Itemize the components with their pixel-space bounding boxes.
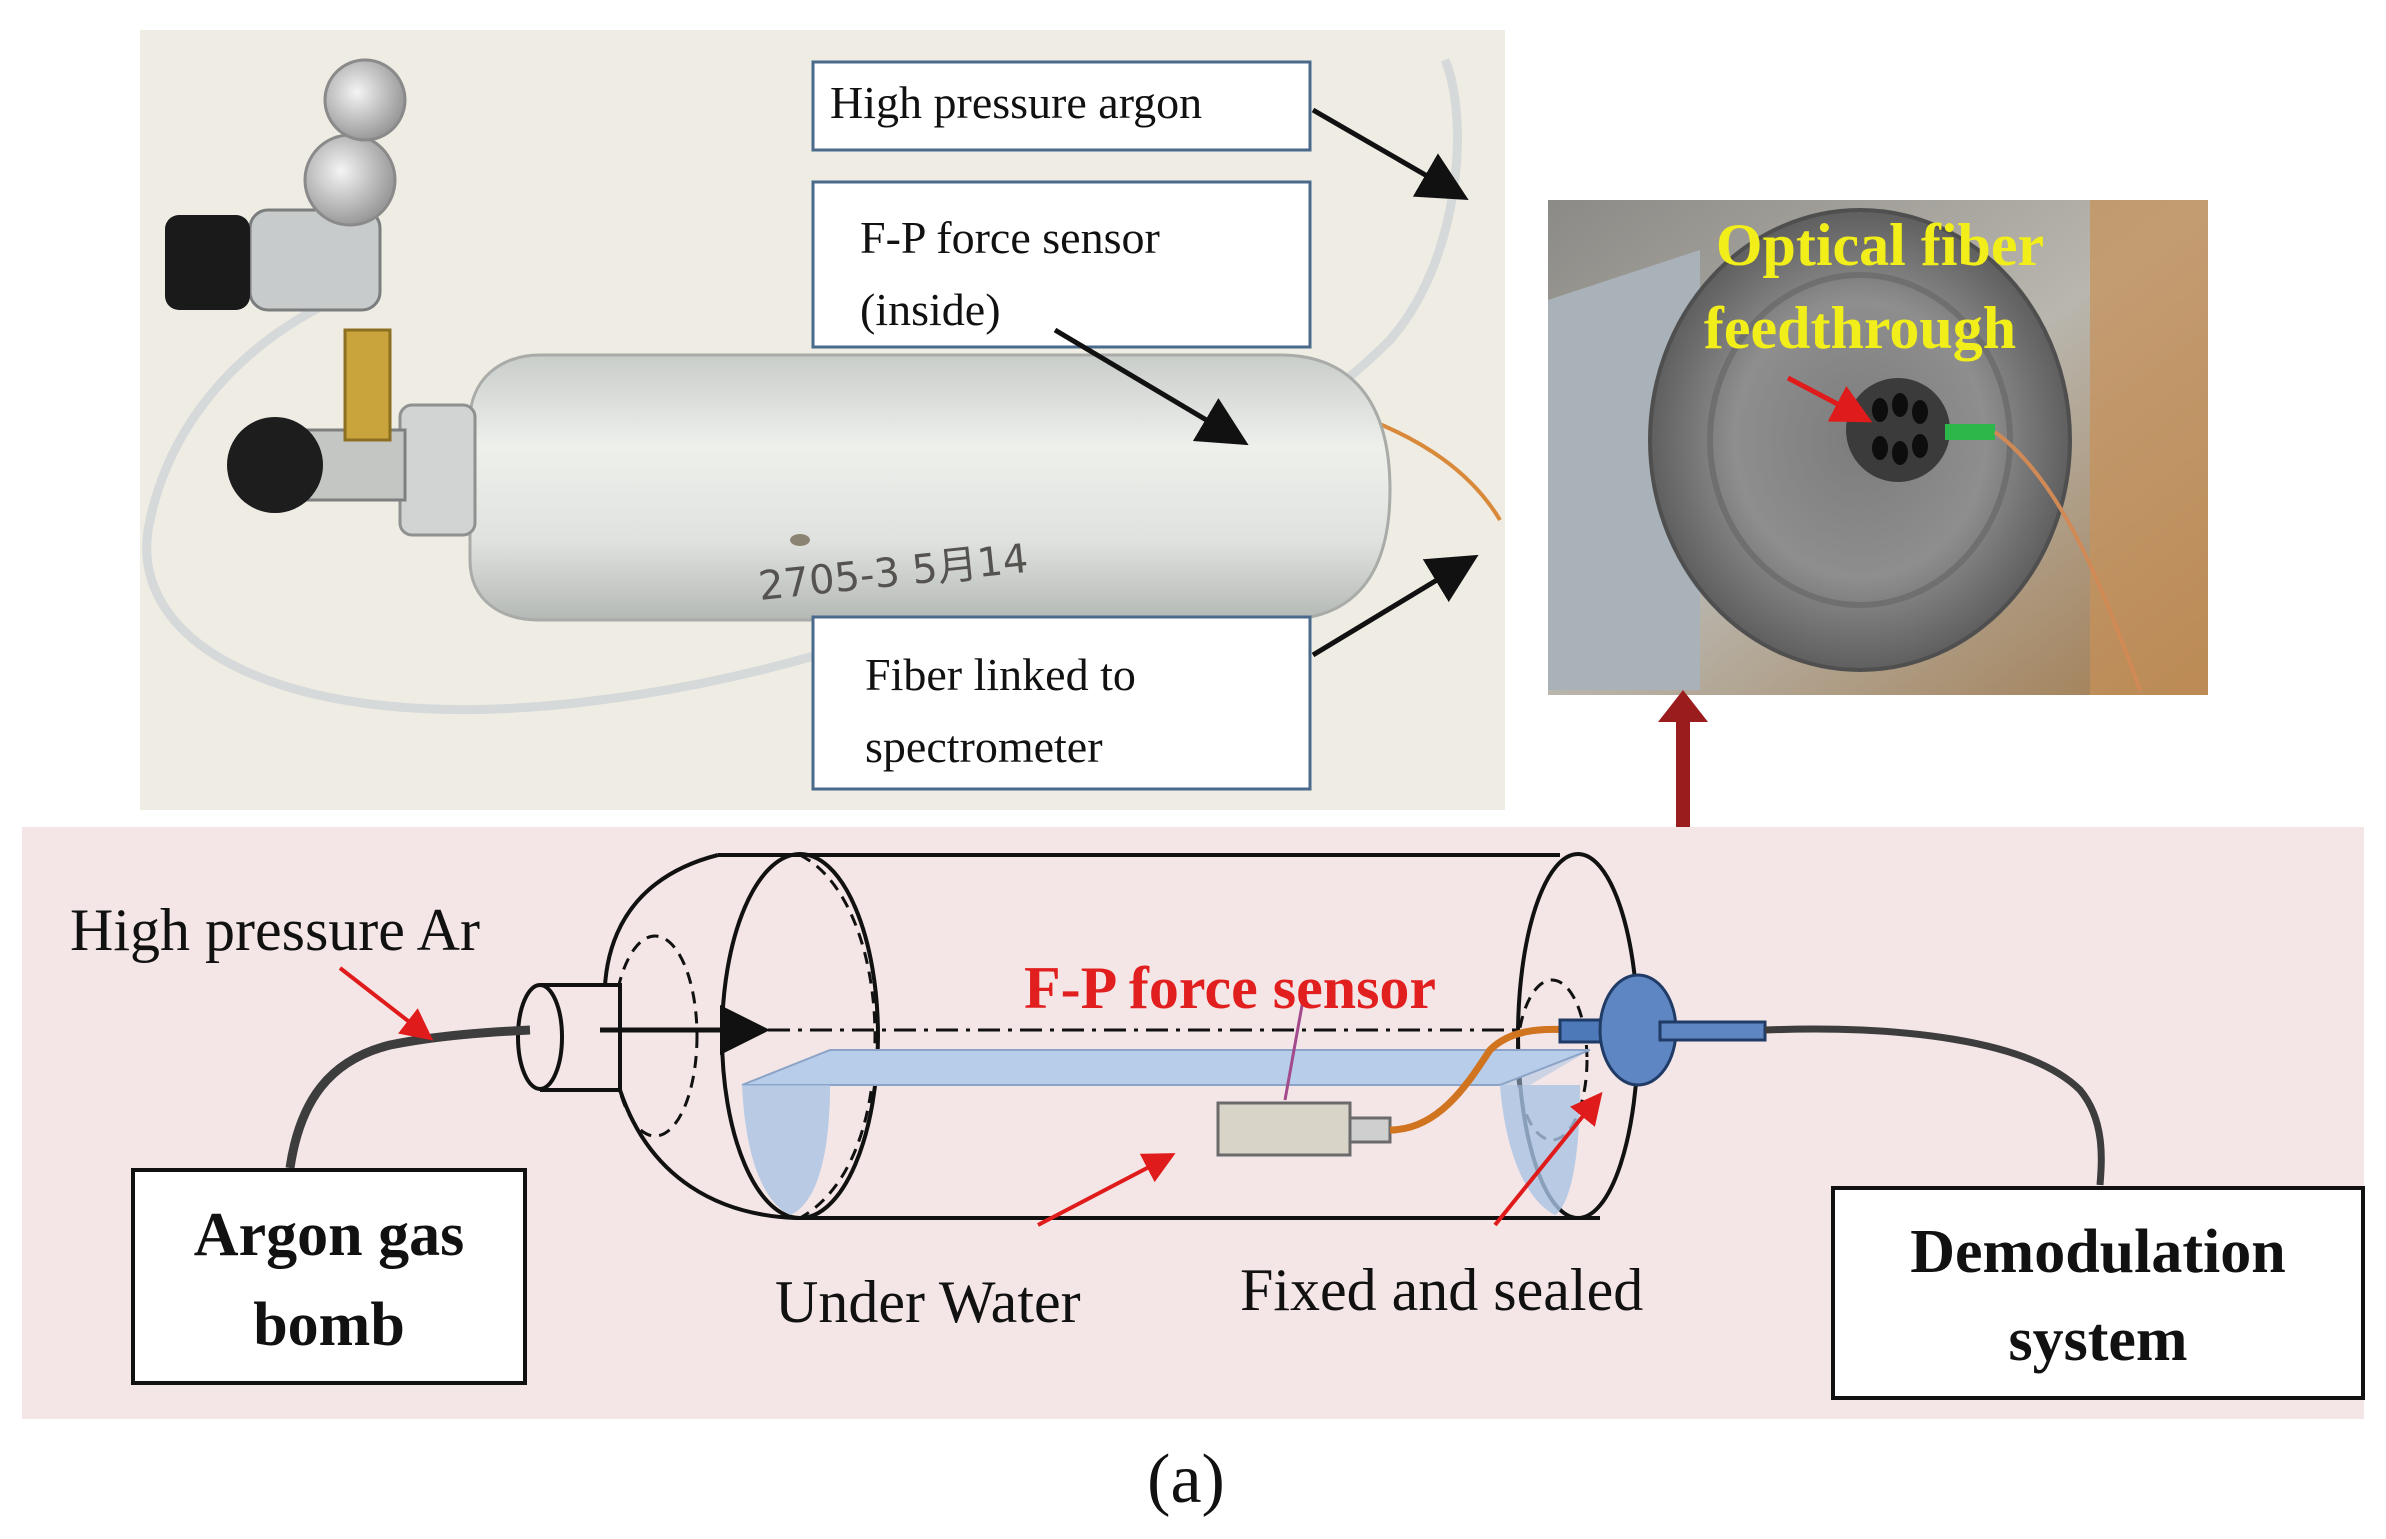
water-right (1500, 1085, 1580, 1215)
cylinder-photo: 2705-3 5月14 (140, 30, 1505, 810)
regulator-knob (165, 215, 250, 310)
inset-label-line1: Optical fiber (1716, 212, 2044, 278)
inset-label-line2: feedthrough (1704, 295, 2016, 361)
arrow-under-water (1037, 1153, 1176, 1227)
water-left (742, 1085, 830, 1215)
label-fixed-sealed: Fixed and sealed (1240, 1257, 1643, 1323)
label-fp-sensor: F-P force sensor (1024, 955, 1436, 1021)
demod-cable (1764, 1025, 2105, 1186)
argon-bomb-line2: bomb (253, 1291, 405, 1359)
label-fiber-line2: spectrometer (865, 721, 1103, 772)
pressure-gauge-1 (303, 133, 397, 227)
fp-sensor (1216, 1101, 1392, 1157)
bottle-stain (790, 534, 810, 546)
demodulation-box: Demodulation system (1831, 1186, 2365, 1400)
feedthrough-schematic (1558, 973, 1767, 1087)
argon-hose (285, 1025, 531, 1169)
feedthrough-holes (1872, 393, 1928, 465)
up-arrow-head (1658, 690, 1708, 722)
label-high-pressure-ar: High pressure Ar (70, 897, 480, 963)
label-under-water: Under Water (775, 1269, 1081, 1335)
sensor-fiber (1389, 1025, 1571, 1134)
label-sensor-line1: F-P force sensor (860, 212, 1160, 263)
water-surface (741, 1049, 1591, 1086)
label-sensor-line2: (inside) (860, 284, 1001, 335)
label-argon: High pressure argon (830, 77, 1202, 128)
inlet-pipe (516, 983, 622, 1092)
orange-fiber (1369, 418, 1502, 522)
inset-fiber (1993, 430, 2142, 691)
arrow-argon (1311, 107, 1469, 201)
demod-line1: Demodulation (1910, 1218, 2285, 1286)
argon-bomb-line1: Argon gas (194, 1201, 464, 1269)
figure-caption: (a) (1147, 1441, 1225, 1518)
arrow-fixed-sealed (1493, 1091, 1603, 1227)
inset-red-arrow (1786, 375, 1873, 423)
bottle-neck (398, 403, 477, 537)
feedthrough-photo: Optical fiber feedthrough (1548, 200, 2208, 695)
gas-bottle (468, 353, 1392, 622)
label-fiber-line1: Fiber linked to (865, 649, 1136, 700)
arrow-sensor (1053, 327, 1249, 446)
label-box-fiber: Fiber linked to spectrometer (811, 615, 1312, 791)
brass-fitting (343, 328, 392, 442)
arrow-high-pressure-ar (338, 966, 434, 1041)
pressure-gauge-2 (323, 58, 407, 142)
valve-knob-black (227, 417, 323, 513)
demod-line2: system (2008, 1306, 2187, 1374)
arrow-fiber (1311, 554, 1479, 658)
argon-tube (142, 58, 1462, 715)
sensor-pointer (1283, 999, 1305, 1101)
argon-bomb-box: Argon gas bomb (131, 1168, 527, 1385)
label-box-sensor: F-P force sensor (inside) (811, 180, 1312, 349)
label-box-argon: High pressure argon (811, 60, 1312, 152)
fiber-connector (1945, 424, 1995, 440)
inset-wood (2090, 200, 2208, 695)
cap-ring (1707, 272, 2013, 608)
